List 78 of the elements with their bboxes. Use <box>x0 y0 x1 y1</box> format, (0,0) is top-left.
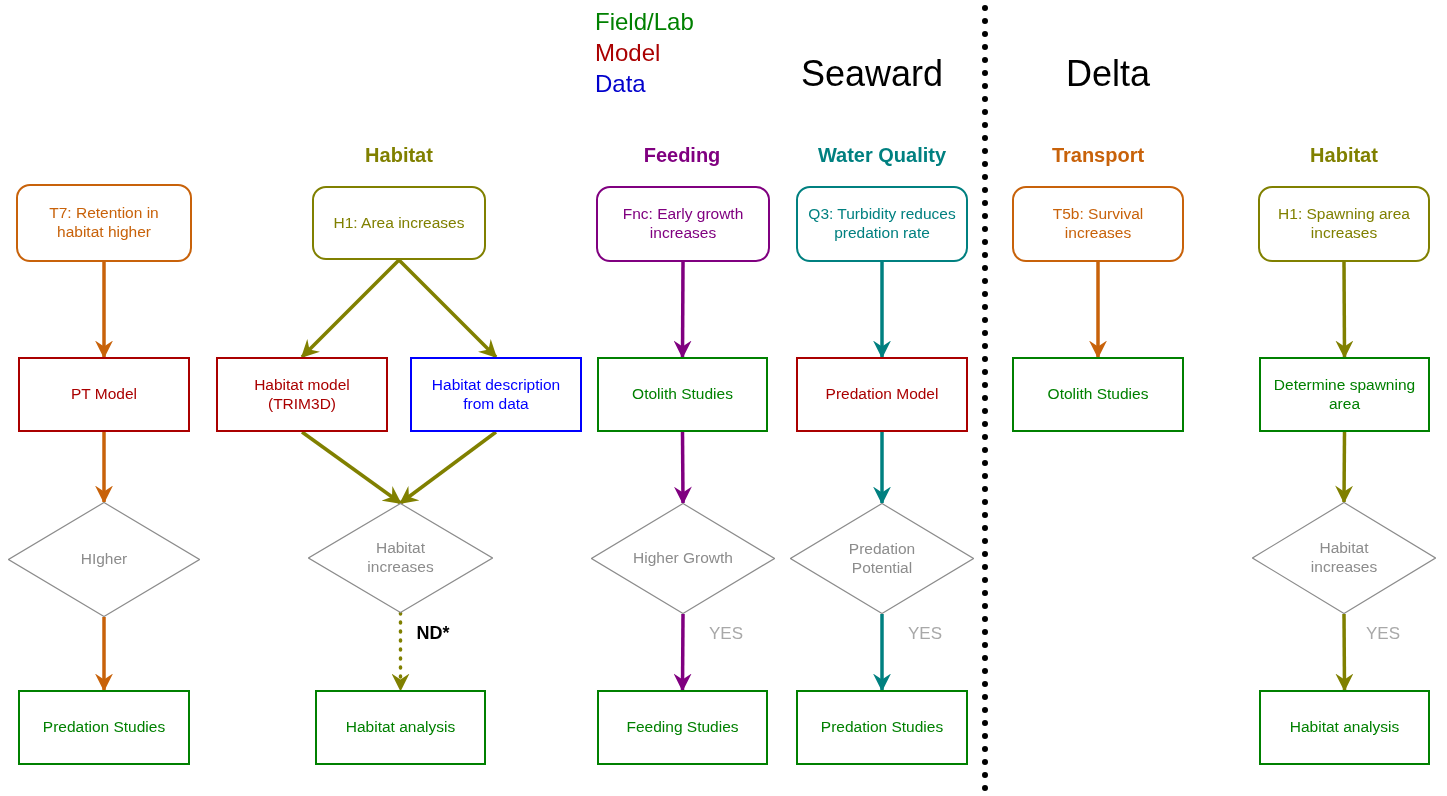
arrow <box>873 614 891 692</box>
process-box <box>216 357 388 432</box>
decision-diamond <box>308 503 493 613</box>
decision-diamond <box>790 503 974 614</box>
column-heading: Feeding <box>643 143 721 167</box>
region-title: Delta <box>1066 53 1150 95</box>
arrow <box>95 262 113 359</box>
node-text: Habitat analysis <box>1289 718 1400 737</box>
node-text: Q3: Turbidity reduces predation rate <box>807 205 957 243</box>
node-text: Fnc: Early growth increases <box>621 205 745 243</box>
decision-diamond <box>1252 502 1436 614</box>
edge-label: YES <box>709 624 744 644</box>
column-heading: Habitat <box>1310 143 1378 167</box>
node-text: Habitat analysis <box>345 718 456 737</box>
arrow <box>399 430 498 505</box>
node-text: Habitat model (TRIM3D) <box>253 375 351 414</box>
process-box <box>410 357 582 432</box>
arrow <box>300 430 402 505</box>
edge-label: YES <box>1366 624 1401 644</box>
arrow <box>1335 432 1354 504</box>
node-text: Predation Potential <box>847 539 917 578</box>
node-text: PT Model <box>70 385 138 404</box>
decision-diamond <box>8 502 200 617</box>
hypothesis-box <box>596 186 770 262</box>
legend-entry: Model <box>595 39 661 67</box>
arrow <box>1335 262 1354 359</box>
arrow <box>673 262 692 359</box>
node-text: Otolith Studies <box>632 385 733 404</box>
process-box <box>1012 357 1184 432</box>
process-box <box>18 357 190 432</box>
arrow <box>397 258 498 359</box>
node-text: Habitat increases <box>1309 539 1379 577</box>
process-box <box>796 357 968 432</box>
node-text: Predation Model <box>825 385 939 404</box>
decision-diamond <box>591 503 775 614</box>
arrow <box>95 617 113 692</box>
node-text: Predation Studies <box>42 718 166 737</box>
process-box <box>315 690 486 765</box>
node-text: HIgher <box>80 550 128 569</box>
arrow <box>673 432 692 505</box>
hypothesis-box <box>1258 186 1430 262</box>
arrow <box>95 432 113 504</box>
region-title: Seaward <box>800 53 944 95</box>
node-text: Higher Growth <box>633 549 733 568</box>
node-text: Habitat description from data <box>430 375 562 414</box>
process-box <box>1259 357 1430 432</box>
hypothesis-box <box>312 186 486 260</box>
node-text: Feeding Studies <box>626 718 739 737</box>
column-heading: Habitat <box>365 143 433 167</box>
arrow <box>300 258 401 359</box>
node-text: Otolith Studies <box>1047 385 1149 404</box>
process-box <box>18 690 190 765</box>
process-box <box>796 690 968 765</box>
arrow <box>1089 262 1107 359</box>
legend-entry: Field/Lab <box>595 8 694 36</box>
node-text: T7: Retention in habitat higher <box>48 204 160 242</box>
node-text: Habitat increases <box>366 539 435 577</box>
hypothesis-box <box>796 186 968 262</box>
node-text: Predation Studies <box>820 718 944 737</box>
arrow <box>391 611 410 692</box>
node-text: Determine spawning area <box>1272 375 1417 414</box>
process-box <box>597 690 768 765</box>
process-box <box>1259 690 1430 765</box>
hypothesis-box <box>1012 186 1184 262</box>
arrow <box>673 614 692 692</box>
node-text: T5b: Survival increases <box>1051 205 1145 243</box>
arrow <box>1335 614 1354 692</box>
edge-label: YES <box>908 624 943 644</box>
arrow <box>873 432 891 505</box>
arrow <box>873 262 891 359</box>
node-text: H1: Spawning area increases <box>1277 205 1411 243</box>
column-heading: Transport <box>1051 143 1145 167</box>
node-text: H1: Area increases <box>333 213 465 233</box>
column-heading: Water Quality <box>817 143 947 167</box>
edge-label: ND* <box>416 623 450 644</box>
hypothesis-box <box>16 184 192 262</box>
process-box <box>597 357 768 432</box>
legend-entry: Data <box>595 70 646 98</box>
